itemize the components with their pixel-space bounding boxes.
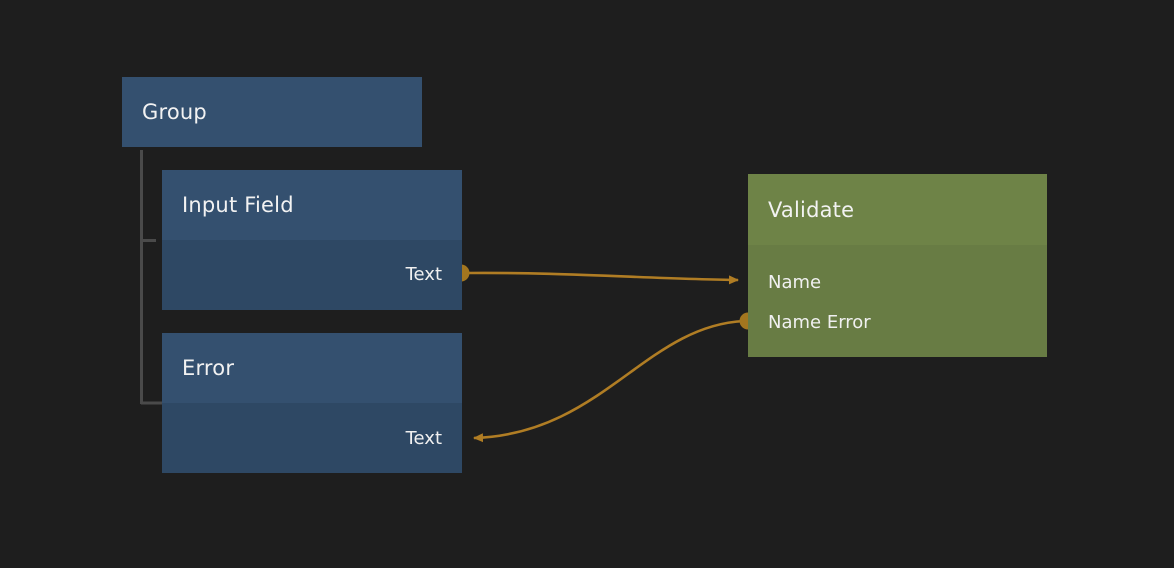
- edge-text-to-name[interactable]: [465, 271, 739, 285]
- port-input-field-text[interactable]: Text: [406, 266, 442, 284]
- port-validate-name[interactable]: Name: [768, 274, 821, 292]
- node-validate[interactable]: Validate Name Name Error: [748, 174, 1047, 357]
- port-label: Text: [405, 428, 442, 449]
- group-bracket: [140, 150, 162, 405]
- node-validate-title: Validate: [748, 174, 1047, 245]
- port-error-text[interactable]: Text: [406, 430, 442, 448]
- node-input-field-body: Text: [162, 240, 462, 310]
- port-validate-name-error[interactable]: Name Error: [768, 314, 871, 332]
- node-error-title: Error: [162, 333, 462, 403]
- node-group[interactable]: Group: [122, 77, 422, 147]
- node-validate-body: Name Name Error: [748, 245, 1047, 357]
- node-input-field[interactable]: Input Field Text: [162, 170, 462, 310]
- node-input-field-title: Input Field: [162, 170, 462, 240]
- edge-name-error-to-text[interactable]: [473, 319, 745, 443]
- node-error-body: Text: [162, 403, 462, 473]
- port-label: Name Error: [768, 312, 871, 333]
- node-error[interactable]: Error Text: [162, 333, 462, 473]
- port-label: Name: [768, 272, 822, 293]
- node-group-title: Group: [122, 77, 422, 147]
- port-label: Text: [405, 264, 442, 285]
